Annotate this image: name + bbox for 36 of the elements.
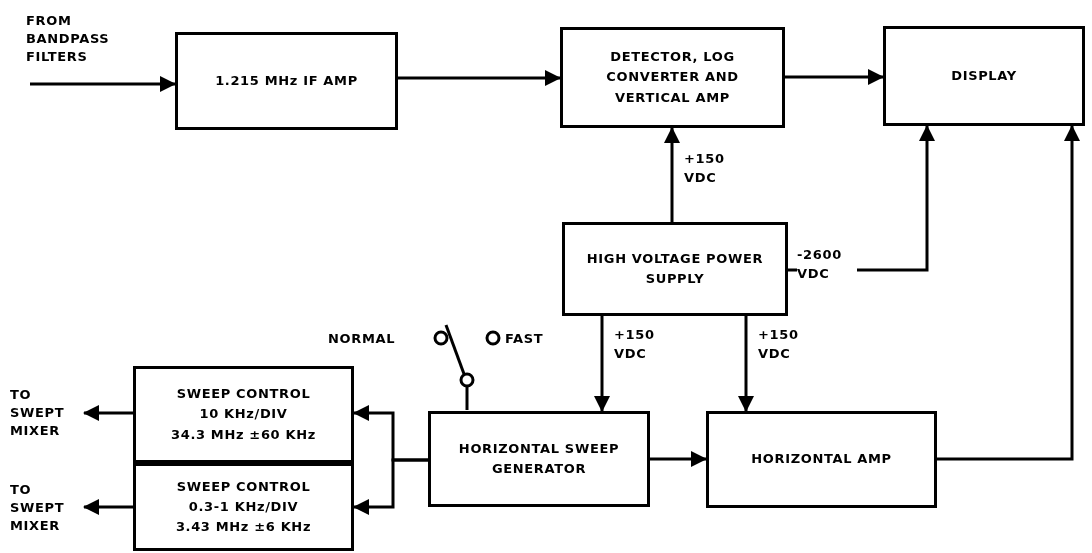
arrow [398, 70, 561, 86]
block-text: DETECTOR, LOG CONVERTER AND VERTICAL AMP [605, 48, 740, 107]
arrow [650, 451, 707, 467]
arrow [594, 316, 610, 412]
arrow [738, 316, 754, 412]
block-box [562, 222, 788, 316]
block-text: 1.215 MHz IF AMP [215, 71, 358, 90]
block-text: 3.43 MHz ±6 KHz [175, 518, 312, 537]
arrow [664, 127, 680, 222]
block-box [428, 411, 650, 507]
arrow [83, 499, 133, 515]
block-box [560, 27, 785, 128]
block-text: SWEEP CONTROL [176, 477, 311, 496]
block-text: HIGH VOLTAGE POWER SUPPLY [585, 249, 765, 288]
block-box [706, 411, 937, 508]
arrow [353, 458, 428, 515]
block-text: SWEEP CONTROL [176, 385, 311, 404]
arrow [30, 76, 176, 92]
signal-label: FAST [505, 330, 545, 348]
block-box [133, 366, 354, 463]
block-text: 0.3-1 KHz/DIV [188, 497, 299, 516]
block-box [133, 463, 354, 551]
block-text: 34.3 MHz ±60 KHz [171, 425, 316, 444]
arrow [785, 69, 884, 85]
block-text: HORIZONTAL SWEEP GENERATOR [457, 439, 621, 478]
block-box [175, 32, 398, 130]
block-text: 10 KHz/DIV [199, 405, 288, 424]
block-box [883, 26, 1085, 126]
block-text: HORIZONTAL AMP [751, 450, 892, 469]
signal-label: FROM BANDPASS FILTERS [26, 12, 111, 67]
arrow [937, 125, 1080, 461]
block-text: DISPLAY [951, 66, 1017, 85]
arrow [83, 405, 133, 421]
block-text: TO SWEPT MIXER [10, 385, 66, 441]
signal-label: NORMAL [328, 330, 397, 348]
block-text: TO SWEPT MIXER [10, 480, 66, 536]
